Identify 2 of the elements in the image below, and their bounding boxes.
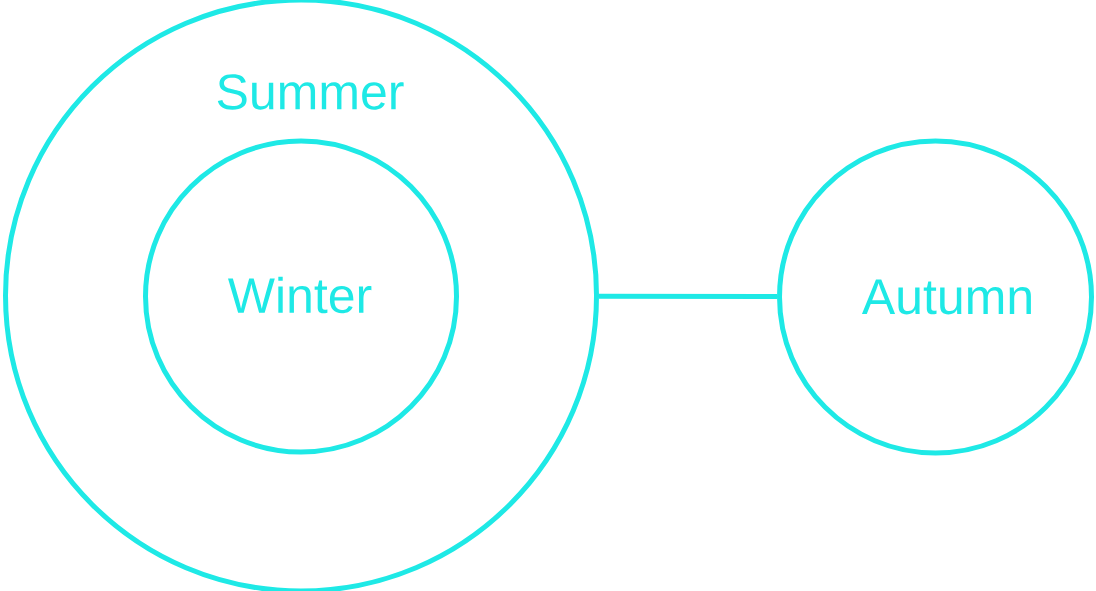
connector-line (599, 293, 777, 300)
circle-node: Autumn (777, 138, 1094, 456)
